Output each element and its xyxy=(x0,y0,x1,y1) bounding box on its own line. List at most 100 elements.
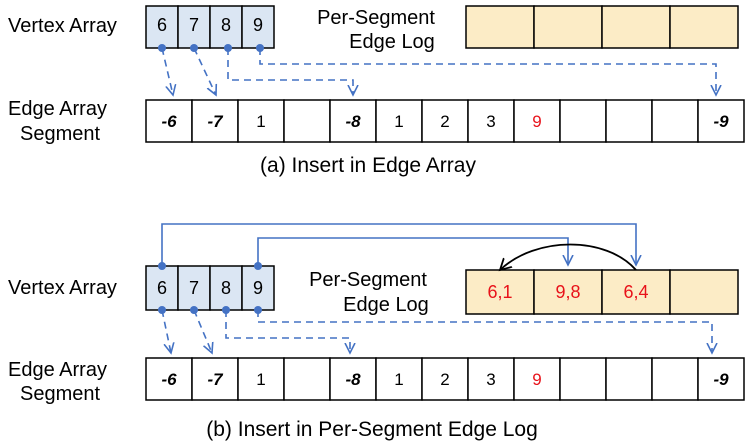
edge-cell xyxy=(145,99,193,143)
vertex-cell-value: 9 xyxy=(253,278,263,298)
log-connectors xyxy=(161,223,636,266)
caption-b: (b) Insert in Per-Segment Edge Log xyxy=(206,418,538,441)
edge-cell xyxy=(283,99,331,143)
panel-b: Vertex Array Per-Segment Edge Log Edge A… xyxy=(8,223,745,441)
edge-array-label-line1: Edge Array xyxy=(8,359,107,381)
vertex-array: 6 7 8 9 xyxy=(145,265,275,311)
pointer-arrows xyxy=(161,47,716,95)
edge-cell-value: 3 xyxy=(486,112,495,131)
log-connector xyxy=(161,223,636,266)
edge-cell-value: -9 xyxy=(713,370,729,389)
vertex-cell-value: 6 xyxy=(157,15,167,35)
edge-cell xyxy=(237,99,285,143)
edge-log xyxy=(465,5,739,49)
pointer-dot xyxy=(256,44,264,52)
edge-cell-value: 1 xyxy=(394,370,403,389)
vertex-cell-value: 7 xyxy=(189,15,199,35)
pointer-dot xyxy=(158,306,166,314)
edge-cell xyxy=(605,357,653,401)
pointer-dot xyxy=(190,306,198,314)
pointer-dots xyxy=(158,306,262,314)
edge-cell xyxy=(651,357,699,401)
pointer-dot xyxy=(190,44,198,52)
edge-cell xyxy=(421,357,469,401)
log-connector xyxy=(257,237,568,266)
edge-cell xyxy=(191,357,239,401)
log-cell xyxy=(669,5,739,49)
log-cell xyxy=(601,269,671,315)
pointer-arrow xyxy=(193,47,216,95)
edge-cell xyxy=(375,357,423,401)
edge-cell-value: 9 xyxy=(532,112,541,131)
edge-cell-value: -7 xyxy=(207,112,224,131)
edge-cell-value: -7 xyxy=(207,370,224,389)
connector-dot xyxy=(158,262,166,270)
vertex-cell xyxy=(209,265,243,311)
edge-log-label-line2: Edge Log xyxy=(343,294,429,316)
vertex-cell xyxy=(241,265,275,311)
vertex-array-label: Vertex Array xyxy=(8,15,117,37)
edge-array: -6 -7 1 -8 1 2 3 9 -9 xyxy=(145,357,745,401)
edge-cell-value: -8 xyxy=(345,370,361,389)
pointer-arrow xyxy=(227,48,353,95)
vertex-cell-value: 7 xyxy=(189,278,199,298)
pointer-arrow xyxy=(225,310,350,353)
edge-cell xyxy=(559,357,607,401)
edge-array: -6 -7 1 -8 1 2 3 9 -9 xyxy=(145,99,745,143)
vertex-cell xyxy=(177,265,211,311)
edge-cell xyxy=(329,357,377,401)
edge-cell-value: 1 xyxy=(394,112,403,131)
edge-cell xyxy=(697,357,745,401)
edge-cell-value: 1 xyxy=(256,370,265,389)
log-cell xyxy=(533,269,603,315)
edge-cell-value: 3 xyxy=(486,370,495,389)
edge-cell xyxy=(513,99,561,143)
log-chain-arrow xyxy=(500,243,637,271)
edge-cell-value: -9 xyxy=(713,112,729,131)
edge-cell xyxy=(605,99,653,143)
edge-cell xyxy=(421,99,469,143)
log-cell-value: 9,8 xyxy=(555,282,580,302)
panel-a: Vertex Array Per-Segment Edge Log Edge A… xyxy=(8,5,745,177)
edge-log-label-line2: Edge Log xyxy=(349,31,435,53)
edge-array-label-line1: Edge Array xyxy=(8,98,107,120)
edge-cell-value: 2 xyxy=(440,370,449,389)
edge-log-label-line1: Per-Segment xyxy=(317,7,435,29)
pointer-dot xyxy=(254,306,262,314)
pointer-arrow xyxy=(193,309,212,353)
edge-log-label-line1: Per-Segment xyxy=(309,269,427,291)
pointer-arrows xyxy=(161,309,712,353)
vertex-cell-value: 8 xyxy=(221,278,231,298)
vertex-cell xyxy=(241,5,275,49)
edge-cell-value: -6 xyxy=(161,112,177,131)
pointer-arrow xyxy=(259,48,716,95)
connector-dot xyxy=(254,262,262,270)
pointer-arrow xyxy=(257,310,712,353)
vertex-array: 6 7 8 9 xyxy=(145,5,275,49)
edge-log: 6,1 9,8 6,4 xyxy=(465,269,739,315)
vertex-cell-value: 6 xyxy=(157,278,167,298)
edge-cell-value: 2 xyxy=(440,112,449,131)
vertex-array-label: Vertex Array xyxy=(8,277,117,299)
edge-cell xyxy=(375,99,423,143)
pointer-dot xyxy=(224,44,232,52)
pointer-arrow xyxy=(161,47,173,95)
vertex-cell xyxy=(145,265,179,311)
edge-cell xyxy=(651,99,699,143)
vertex-cell-value: 8 xyxy=(221,15,231,35)
edge-cell-value: 1 xyxy=(256,112,265,131)
log-cell xyxy=(601,5,671,49)
log-cell-value: 6,4 xyxy=(623,282,648,302)
edge-cell xyxy=(513,357,561,401)
log-cell xyxy=(533,5,603,49)
edge-array-label-line2: Segment xyxy=(20,383,100,405)
edge-cell xyxy=(191,99,239,143)
edge-cell xyxy=(329,99,377,143)
pointer-arrow xyxy=(161,309,171,353)
edge-cell xyxy=(283,357,331,401)
log-cell-value: 6,1 xyxy=(487,282,512,302)
edge-array-label-line2: Segment xyxy=(20,123,100,145)
edge-cell-value: 9 xyxy=(532,370,541,389)
edge-cell-value: -6 xyxy=(161,370,177,389)
